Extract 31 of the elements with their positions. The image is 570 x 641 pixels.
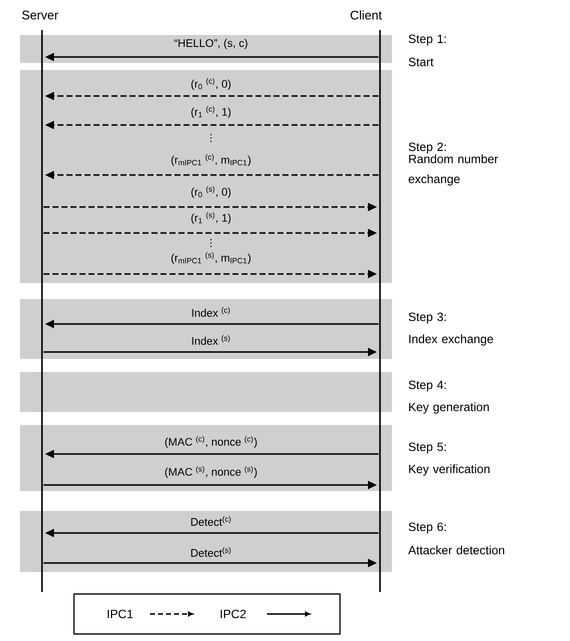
step-label: Step 2: (408, 142, 446, 154)
step-label: Step 4: (408, 380, 446, 392)
edge-label: (r$_{1}$ $^{(s)}$, 1) (190, 211, 232, 225)
step-label: Index exchange (409, 334, 494, 346)
edge-label: (r$_{0}$ $^{(s)}$, 0) (190, 185, 232, 199)
participant-label: Server (22, 10, 58, 20)
step-label: Step 3: (408, 312, 446, 324)
edge-label: Detect$^{(c)}$ (189, 515, 233, 527)
edge-label: Index $^{(c)}$ (190, 306, 232, 318)
edge-label: “HELLO”, (s, c) (173, 38, 249, 50)
participant-label: Client (350, 10, 382, 20)
legend-label: IPC2 (220, 610, 246, 618)
ellipsis: ⋮ (210, 238, 212, 248)
edge-label: Detect$^{(s)}$ (189, 546, 233, 558)
step-label: Random number exchange (408, 154, 498, 186)
step-label: Step 6: (408, 522, 446, 534)
step-label: Attacker detection (408, 546, 504, 554)
legend-label: IPC1 (108, 610, 133, 618)
edge-label: Index $^{(s)}$ (190, 334, 232, 346)
edge-label: (r$_{1}$ $^{(c)}$, 1) (190, 105, 232, 119)
step-label: Key verification (409, 464, 490, 476)
ellipsis: ⋮ (210, 134, 212, 142)
edge-label: (r$_{mIPC1}$ $^{(s)}$, m$_{IPC1}$) (170, 251, 252, 265)
edge-label: (r$_{mIPC1}$ $^{(c)}$, m$_{IPC1}$) (170, 153, 252, 167)
edge-label: (r$_{0}$ $^{(c)}$, 0) (190, 77, 232, 91)
step-label: Step 1: (408, 34, 446, 46)
step-label: Step 5: (408, 442, 446, 454)
edge-label: (MAC $^{(c)}$, nonce $^{(c)}$) (164, 435, 258, 449)
edge-label: (MAC $^{(s)}$, nonce $^{(s)}$) (164, 465, 258, 479)
step-label: Key generation (409, 402, 489, 414)
step-label: Start (408, 58, 434, 66)
